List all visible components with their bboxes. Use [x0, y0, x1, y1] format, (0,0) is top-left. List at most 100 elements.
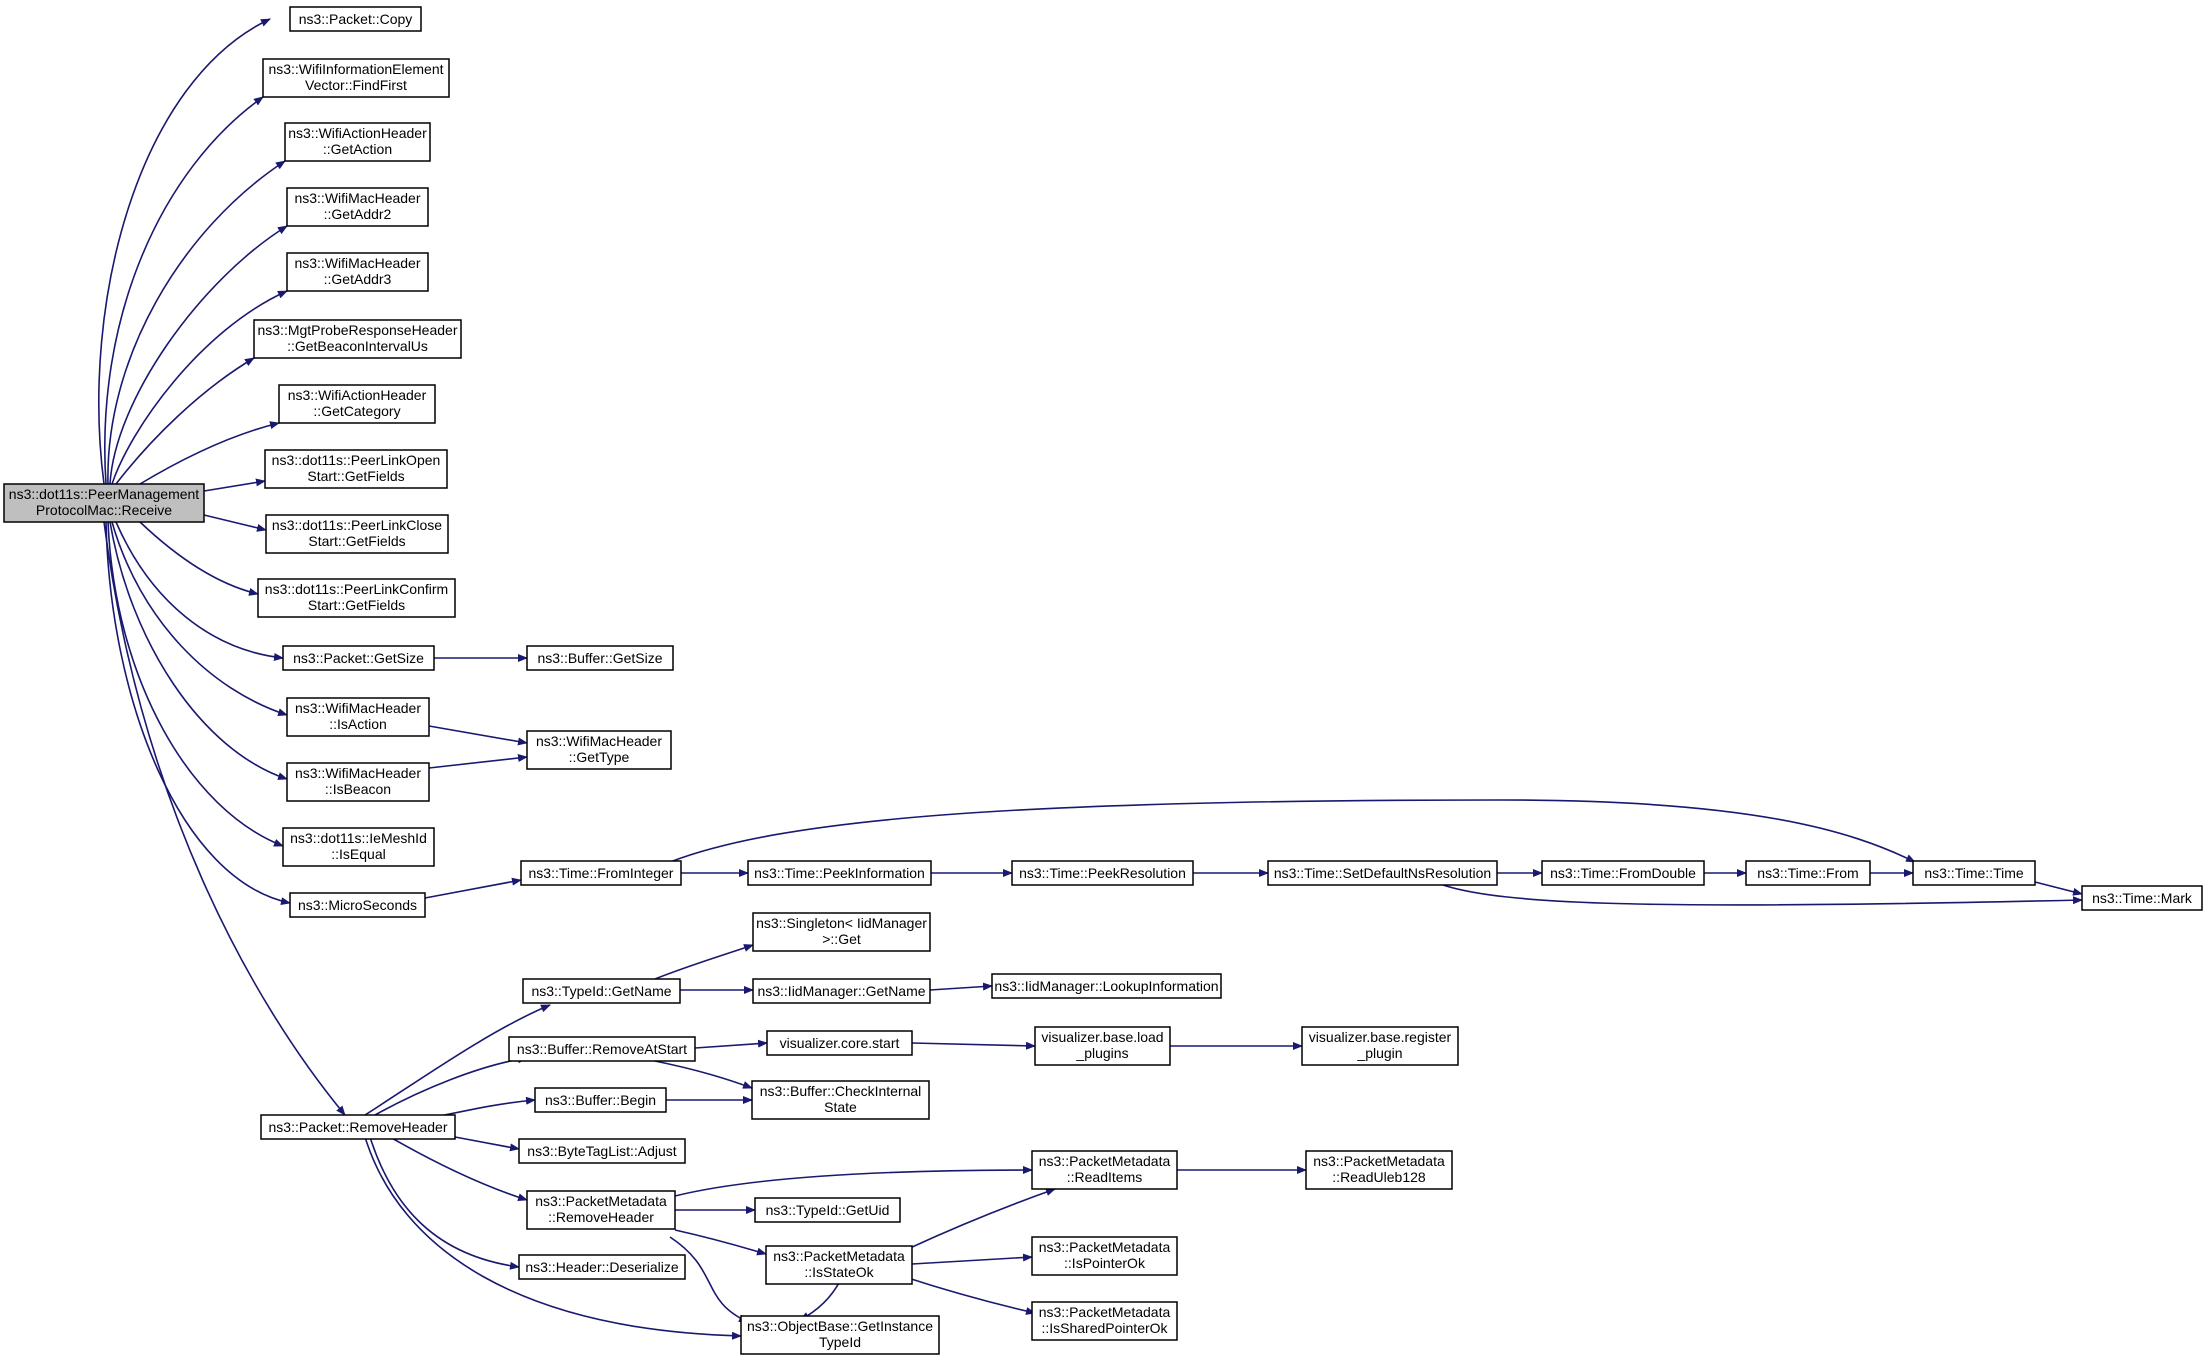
node-isaction[interactable]: ns3::WifiMacHeader ::IsAction [286, 697, 430, 737]
node-removeatstart[interactable]: ns3::Buffer::RemoveAtStart [508, 1036, 696, 1062]
node-isequal-line1: ns3::dot11s::IeMeshId [290, 830, 427, 846]
node-confirmfields[interactable]: ns3::dot11s::PeerLinkConfirm Start::GetF… [257, 578, 456, 618]
node-mark-label: ns3::Time::Mark [2092, 890, 2193, 906]
edges [98, 18, 2083, 1340]
node-getaddr2[interactable]: ns3::WifiMacHeader ::GetAddr2 [286, 187, 429, 227]
node-isequal[interactable]: ns3::dot11s::IeMeshId ::IsEqual [282, 827, 435, 867]
node-checkinternal[interactable]: ns3::Buffer::CheckInternal State [751, 1080, 930, 1120]
node-removeheader[interactable]: ns3::Packet::RemoveHeader [260, 1114, 456, 1140]
node-beaconint-line1: ns3::MgtProbeResponseHeader [257, 322, 457, 338]
node-gettype-line1: ns3::WifiMacHeader [536, 733, 662, 749]
node-getaddr3[interactable]: ns3::WifiMacHeader ::GetAddr3 [286, 252, 429, 292]
node-deserialize-label: ns3::Header::Deserialize [525, 1259, 679, 1275]
node-getinstance-line2: TypeId [819, 1334, 861, 1350]
node-copy[interactable]: ns3::Packet::Copy [289, 6, 422, 32]
node-issharedok-line1: ns3::PacketMetadata [1039, 1304, 1171, 1320]
node-beaconint-line2: ::GetBeaconIntervalUs [287, 338, 428, 354]
node-adjust[interactable]: ns3::ByteTagList::Adjust [518, 1138, 686, 1164]
node-registerplugin[interactable]: visualizer.base.register _plugin [1301, 1026, 1459, 1066]
edge-root-getaddr3 [111, 290, 288, 485]
node-registerplugin-line2: _plugin [1356, 1045, 1402, 1061]
node-frominteger-label: ns3::Time::FromInteger [529, 865, 674, 881]
node-confirmfields-line1: ns3::dot11s::PeerLinkConfirm [265, 581, 448, 597]
edge-time-mark [2034, 881, 2083, 896]
node-findfirst[interactable]: ns3::WifiInformationElement Vector::Find… [262, 58, 450, 98]
node-adjust-label: ns3::ByteTagList::Adjust [527, 1143, 677, 1159]
node-getaddr2-line1: ns3::WifiMacHeader [294, 190, 420, 206]
edge-root-closefields [203, 514, 267, 532]
node-getaction[interactable]: ns3::WifiActionHeader ::GetAction [284, 122, 431, 162]
edge-root-confirmfields [139, 521, 259, 596]
node-openfields[interactable]: ns3::dot11s::PeerLinkOpen Start::GetFiel… [264, 449, 448, 489]
edge-removeatstart-vcstart [694, 1039, 768, 1049]
node-deserialize[interactable]: ns3::Header::Deserialize [518, 1254, 686, 1280]
node-micro[interactable]: ns3::MicroSeconds [289, 892, 426, 918]
node-from[interactable]: ns3::Time::From [1745, 860, 1871, 886]
node-frominteger[interactable]: ns3::Time::FromInteger [520, 860, 682, 886]
node-getaddr3-line1: ns3::WifiMacHeader [294, 255, 420, 271]
node-ispointerok-line1: ns3::PacketMetadata [1039, 1239, 1171, 1255]
node-openfields-line2: Start::GetFields [307, 468, 404, 484]
node-closefields-line1: ns3::dot11s::PeerLinkClose [272, 517, 442, 533]
node-copy-label: ns3::Packet::Copy [299, 11, 413, 27]
node-readuleb[interactable]: ns3::PacketMetadata ::ReadUleb128 [1305, 1150, 1453, 1190]
node-bufbegin[interactable]: ns3::Buffer::Begin [534, 1087, 667, 1113]
node-lookup[interactable]: ns3::IidManager::LookupInformation [991, 973, 1222, 999]
edge-isaction-gettype [428, 725, 528, 746]
node-gettype[interactable]: ns3::WifiMacHeader ::GetType [526, 730, 672, 770]
edge-root-copy [98, 18, 271, 485]
node-loadplugins[interactable]: visualizer.base.load _plugins [1034, 1026, 1171, 1066]
node-time[interactable]: ns3::Time::Time [1912, 860, 2036, 886]
node-peekinfo-label: ns3::Time::PeekInformation [754, 865, 925, 881]
node-isbeacon[interactable]: ns3::WifiMacHeader ::IsBeacon [286, 762, 430, 802]
edge-root-removeheader [103, 521, 346, 1116]
node-peekres[interactable]: ns3::Time::PeekResolution [1011, 860, 1194, 886]
node-getuid-label: ns3::TypeId::GetUid [766, 1202, 890, 1218]
node-iidgetname[interactable]: ns3::IidManager::GetName [752, 978, 931, 1004]
node-registerplugin-line1: visualizer.base.register [1309, 1029, 1452, 1045]
node-pmremove[interactable]: ns3::PacketMetadata ::RemoveHeader [526, 1190, 676, 1230]
node-getinstance-line1: ns3::ObjectBase::GetInstance [747, 1318, 933, 1334]
node-isbeacon-line2: ::IsBeacon [325, 781, 391, 797]
node-mark[interactable]: ns3::Time::Mark [2081, 885, 2203, 911]
node-checkinternal-line1: ns3::Buffer::CheckInternal [760, 1083, 922, 1099]
edge-pmremove-readitems [674, 1166, 1033, 1197]
node-micro-label: ns3::MicroSeconds [298, 897, 417, 913]
node-singleton-line1: ns3::Singleton< IidManager [756, 915, 927, 931]
edge-removeheader-pmremove [389, 1136, 528, 1202]
node-ispointerok[interactable]: ns3::PacketMetadata ::IsPointerOk [1031, 1236, 1178, 1276]
node-typeidgetname[interactable]: ns3::TypeId::GetName [522, 978, 681, 1004]
node-beaconint[interactable]: ns3::MgtProbeResponseHeader ::GetBeaconI… [253, 319, 462, 359]
node-issharedok-line2: ::IsSharedPointerOk [1041, 1320, 1168, 1336]
node-removeatstart-label: ns3::Buffer::RemoveAtStart [517, 1041, 687, 1057]
node-isstateok[interactable]: ns3::PacketMetadata ::IsStateOk [765, 1245, 913, 1285]
node-root[interactable]: ns3::dot11s::PeerManagement ProtocolMac:… [3, 483, 205, 523]
node-bufgetsize[interactable]: ns3::Buffer::GetSize [526, 645, 674, 671]
edge-typeidgetname-singleton [654, 944, 754, 980]
node-peekinfo[interactable]: ns3::Time::PeekInformation [747, 860, 932, 886]
node-getaction-line1: ns3::WifiActionHeader [288, 125, 427, 141]
node-setdefault[interactable]: ns3::Time::SetDefaultNsResolution [1267, 860, 1498, 886]
edge-micro-frominteger [424, 877, 522, 899]
edge-root-isequal [107, 521, 284, 847]
node-isaction-line2: ::IsAction [329, 716, 387, 732]
node-singleton[interactable]: ns3::Singleton< IidManager >::Get [752, 912, 931, 952]
node-issharedok[interactable]: ns3::PacketMetadata ::IsSharedPointerOk [1031, 1301, 1178, 1341]
edge-root-getcategory [139, 421, 280, 485]
node-getinstance[interactable]: ns3::ObjectBase::GetInstance TypeId [740, 1315, 940, 1355]
node-from-label: ns3::Time::From [1757, 865, 1858, 881]
node-getcategory[interactable]: ns3::WifiActionHeader ::GetCategory [278, 384, 436, 424]
node-readitems[interactable]: ns3::PacketMetadata ::ReadItems [1031, 1150, 1178, 1190]
edge-root-isaction [111, 521, 288, 717]
node-findfirst-line2: Vector::FindFirst [305, 77, 407, 93]
node-getuid[interactable]: ns3::TypeId::GetUid [754, 1197, 901, 1223]
node-getaction-line2: ::GetAction [323, 141, 392, 157]
edge-root-openfields [203, 478, 266, 492]
node-fromdouble[interactable]: ns3::Time::FromDouble [1541, 860, 1705, 886]
node-vcstart[interactable]: visualizer.core.start [766, 1030, 913, 1056]
node-getcategory-line2: ::GetCategory [313, 403, 400, 419]
node-setdefault-label: ns3::Time::SetDefaultNsResolution [1274, 865, 1491, 881]
node-closefields[interactable]: ns3::dot11s::PeerLinkClose Start::GetFie… [265, 514, 449, 554]
node-bufgetsize-label: ns3::Buffer::GetSize [537, 650, 662, 666]
node-pktgetsize[interactable]: ns3::Packet::GetSize [282, 645, 435, 671]
